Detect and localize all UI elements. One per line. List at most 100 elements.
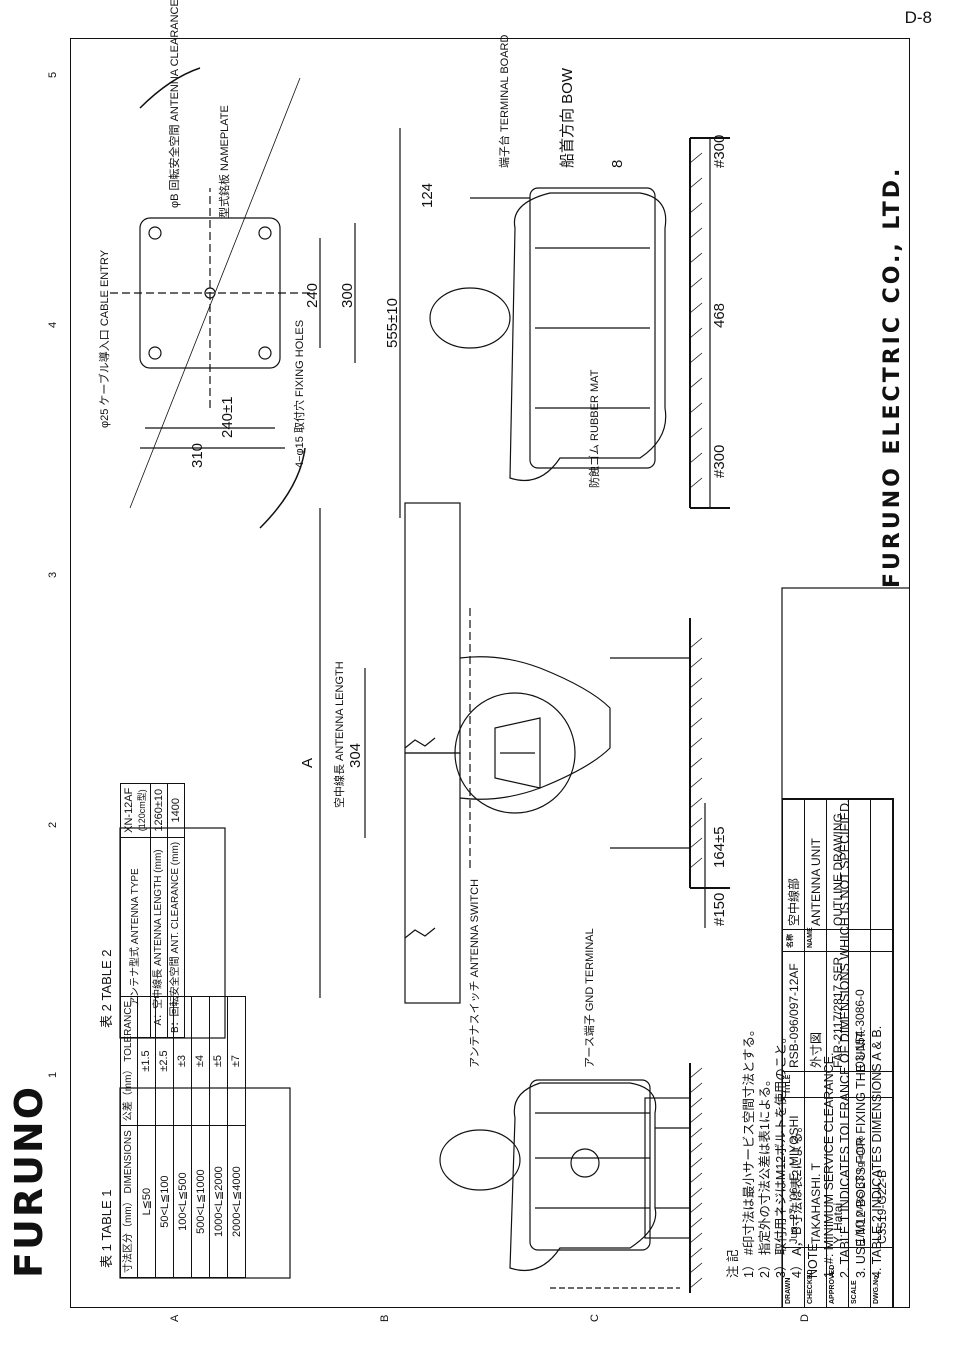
blank-label-2 [827,1071,849,1097]
label-rubber-mat: 防蝕ゴム RUBBER MAT [589,369,601,488]
blank-label-7 [871,929,893,951]
grid-col-3: 3 [47,571,59,578]
unit-name: ANTENNA UNIT [805,799,827,929]
label-nameplate: 型式銘板 NAMEPLATE [219,105,231,218]
blank-label-3 [827,929,849,951]
label-fixing-holes: 4−φ15 取付穴 FIXING HOLES [294,319,306,468]
table1-header-dimensions: 寸法区分（mm） DIMENSIONS [120,1125,137,1278]
approved-label: APPROVED [827,1247,849,1307]
checked-label: CHECKED [805,1247,827,1307]
title-block-frame [781,587,910,1308]
dim-a: A [299,757,316,768]
series: FAR-2117/2817 SER [827,951,849,1071]
antenna-array-right [404,502,461,754]
drawing-title: RSB-096/097-12AF [783,951,805,1071]
note-jp: 2） 指定外の寸法公差は表1による。 [758,1073,772,1278]
table-row: 500<L≦1000±4 [191,996,209,1278]
dim-8: 8 [609,159,626,168]
blank-cell-3 [871,799,893,929]
drawn-label: DRAWN [783,1247,805,1307]
table-cell: ±7 [227,996,245,1126]
table-cell: 1000<L≦2000 [209,1125,227,1278]
table2-col-header: アンテナ型式 ANTENNA TYPE [120,837,151,1038]
name-jp-label: 名称 [783,929,805,951]
mass: 33 [852,1175,867,1189]
table-row: B：回転安全空間 ANT. CLEARANCE (mm)1400 [167,783,185,1038]
front-view-unit [439,1063,703,1293]
dim-304: 304 [347,742,364,768]
table2-header-row: アンテナ型式 ANTENNA TYPE XN-12AF(120cm型) [120,783,151,1038]
antenna-type-sub: (120cm型) [137,789,147,832]
plan-view-base [110,67,356,529]
grid-row-c: C [589,1314,601,1322]
table2-title: 表 2 TABLE 2 [99,949,114,1028]
table-row: L≦50±1.5 [137,996,155,1278]
right-view-unit [399,128,730,518]
table-cell: 2000<L≦4000 [227,1125,245,1278]
table-cell: ±5 [209,996,227,1126]
antenna-type: XN-12AF [123,787,135,833]
scale-mass-cell: 1/10 MASS 33 kg ±10% [849,1097,871,1247]
drawing-linework [70,38,910,1308]
dim-240-tol: 240±1 [219,396,236,438]
name-label: NAME [805,927,827,951]
mass-tolerance: ±10% [854,1135,865,1159]
table1-title: 表 1 TABLE 1 [99,1189,114,1268]
company-name: FURUNO ELECTRIC CO., LTD. [880,165,905,588]
grid-col-1: 1 [47,1071,59,1078]
table-row: 2000<L≦4000±7 [227,996,245,1278]
table-cell: 500<L≦1000 [191,1125,209,1278]
table-cell: L≦50 [137,1125,155,1278]
table-cell: 1400 [167,783,185,838]
title-block: DRAWN Jun. 27, '06 E. MIYOSHI TITLE RSB-… [782,798,894,1308]
dim-150: #150 [711,892,728,926]
table2: アンテナ型式 ANTENNA TYPE XN-12AF(120cm型) A：空中… [120,783,185,1038]
table-row: 100<L≦500±3 [173,996,191,1278]
note-jp: 1） #印寸法は最小サービス空間寸法とする。 [742,1023,756,1278]
label-bow: 船首方向 BOW [559,68,576,168]
grid-col-2: 2 [47,821,59,828]
grid-col-5: 5 [47,71,59,78]
table-cell: ±4 [191,996,209,1126]
label-antenna-switch: アンテナスイッチ ANTENNA SWITCH [469,878,481,1068]
table-row: A：空中線長 ANTENNA LENGTH (mm)1260±10 [150,783,168,1038]
checked-by: TAKAHASHI. T [805,1097,827,1247]
side-view-unit [319,502,730,1004]
dim-300-left: #300 [711,444,728,478]
dim-300-right: #300 [711,134,728,168]
grid-row-a: A [169,1314,181,1322]
antenna-array-left [404,752,461,1004]
scale-label: SCALE [849,1247,871,1307]
dim-468: 468 [711,302,728,328]
dwg-label: DWG.No. [871,1247,893,1307]
scale: 1/10 [852,1220,867,1244]
label-cable-entry: φ25 ケーブル導入口 CABLE ENTRY [99,249,111,428]
blank-cell-2 [871,951,893,1071]
dim-240: 240 [304,282,321,308]
title-label: TITLE [783,1071,805,1097]
dwg-number: C3519-G22-B [871,1097,893,1247]
label-gnd-terminal: アース端子 GND TERMINAL [584,928,596,1068]
blank-label-5 [849,929,871,951]
table-cell: 1260±10 [150,783,168,838]
page-number: D-8 [904,8,932,27]
grid-col-4: 4 [47,321,59,328]
grid-row-b: B [379,1314,391,1322]
table-cell: A：空中線長 ANTENNA LENGTH (mm) [150,837,168,1038]
table1-header-row: 寸法区分（mm） DIMENSIONS 公差（mm） TOLERANCE [120,996,137,1278]
label-terminal-board: 端子台 TERMINAL BOARD [499,34,511,168]
furuno-logo: FURUNO [7,1084,51,1278]
blank-label-6 [871,1071,893,1097]
blank-label [805,1071,827,1097]
name-jp: 空中線部 [783,799,805,929]
approved-by: Y. Hatai [827,1097,849,1247]
dim-300: 300 [339,282,356,308]
mass-unit: kg [854,1162,865,1172]
blank-label-4 [849,1071,871,1097]
drawing-type: OUTLINE DRAWING [827,799,849,929]
table1: 寸法区分（mm） DIMENSIONS 公差（mm） TOLERANCE L≦5… [120,996,246,1278]
rotated-sheet: FURUNO FURUNO ELECTRIC CO., LTD. 表 1 TAB… [7,0,910,1322]
drawing-jp: 外寸図 [805,951,827,1071]
dim-124: 124 [419,182,436,208]
